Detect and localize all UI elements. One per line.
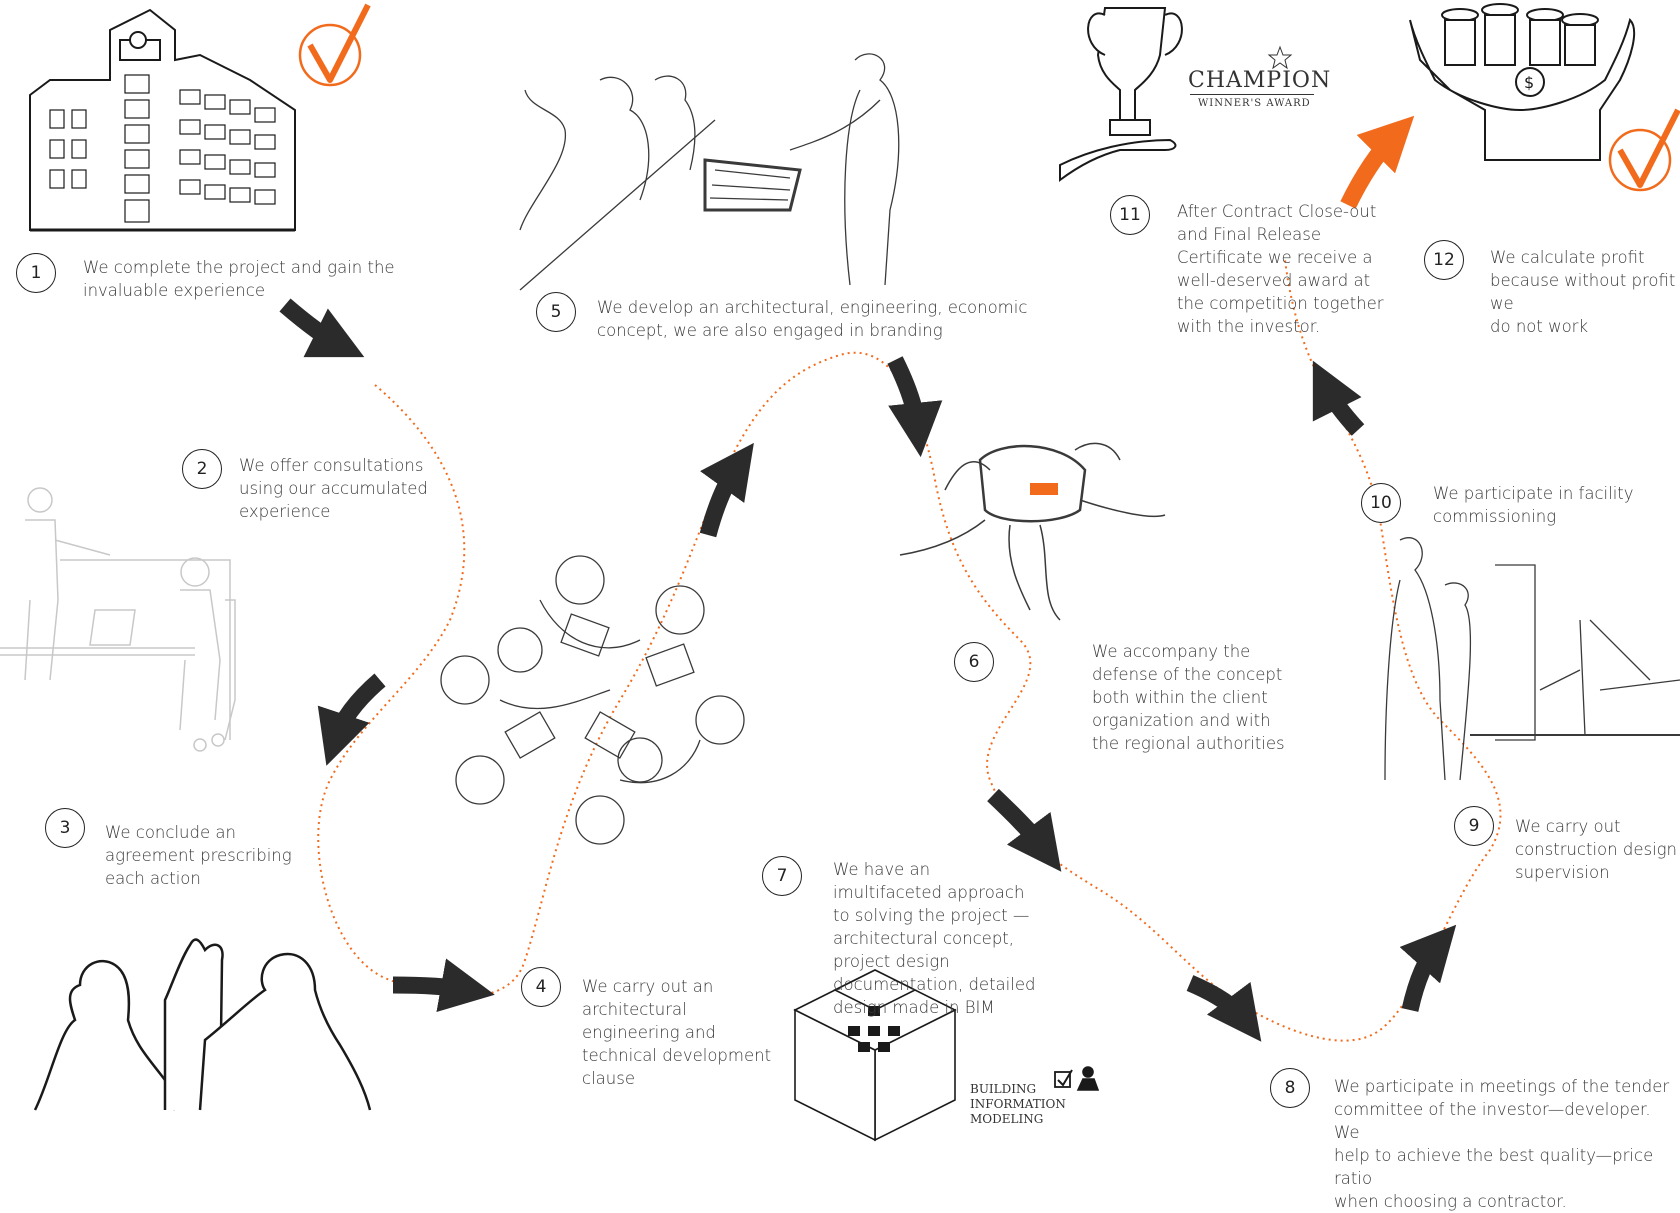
award-divider [1190,94,1314,95]
arrow-6-to-7 [987,788,1062,872]
step-9-badge: 9 [1454,806,1494,846]
checkmark-icon [1608,108,1680,192]
process-route-dotted [317,259,1502,1042]
construction-scene [1384,537,1680,781]
step-5-text: We develop an architectural, engineering… [597,298,1028,340]
arrow-9-to-10 [1312,360,1365,436]
svg-text:$: $ [1524,73,1534,92]
vr-headset-icon [899,442,1166,621]
step-1-badge: 1 [16,253,56,293]
arrow-2-to-3 [317,673,386,766]
step-8-text: We participate in meetings of the tender… [1334,1077,1670,1211]
bim-cube-icon [793,969,1100,1142]
coins-hands-icon: $ [1409,3,1636,161]
arrow-5-to-6 [887,356,943,458]
star-icon [1267,45,1293,70]
step-8-badge: 8 [1270,1068,1310,1108]
step-10-badge: 10 [1361,483,1401,523]
step-9-text: We carry out construction design supervi… [1515,817,1678,882]
step-3-badge: 3 [45,808,85,848]
presentation-scene [519,53,900,291]
award-subtitle: WINNER'S AWARD [1198,98,1311,109]
step-6-text: We accompany the defense of the concept … [1092,642,1285,753]
step-12-text: We calculate profit because without prof… [1490,248,1676,336]
step-5-badge: 5 [536,292,576,332]
step-7-badge: 7 [762,856,802,896]
process-diagram: $ 1 2 3 4 5 6 7 8 9 10 11 12 We complete… [0,3,1680,1211]
arrow-8-to-9 [1399,924,1457,1012]
step-10-text: We participate in facility commissioning [1433,484,1634,526]
step-3-text: We conclude an agreement prescribing eac… [105,823,292,888]
step-12-badge: 12 [1424,240,1464,280]
step-2-text: We offer consultations using our accumul… [239,456,428,521]
arrow-7-to-8 [1186,975,1262,1042]
diagram-canvas: $ [0,3,1680,1142]
step-6-badge: 6 [954,642,994,682]
step-7-text: We have an imultifaceted approach to sol… [833,860,1036,1017]
building-icon [29,8,296,232]
step-4-badge: 4 [521,967,561,1007]
arrow-final-orange [1340,115,1415,209]
arrow-4-to-5 [699,442,754,538]
step-1-text: We complete the project and gain the inv… [83,258,395,300]
trophy-icon [1059,7,1183,182]
bim-label-line-1: BUILDING [970,1082,1037,1096]
bim-label: BUILDING INFORMATION MODELING [970,1082,1066,1127]
handshake-icon [33,938,372,1111]
award-title: CHAMPION [1188,68,1332,93]
consultation-scene [0,487,236,752]
flow-arrows [279,298,1457,1042]
checkmark-icon [298,3,371,87]
step-11-text: After Contract Close-out and Final Relea… [1177,202,1384,336]
arrow-1-to-2 [279,298,365,358]
bim-label-line-3: MODELING [970,1112,1044,1126]
step-4-text: We carry out an architectural engineerin… [582,977,772,1088]
arrow-3-to-4 [392,958,495,1012]
step-2-badge: 2 [182,449,222,489]
step-11-badge: 11 [1110,195,1150,235]
meeting-scene [440,555,745,845]
bim-label-line-2: INFORMATION [970,1097,1066,1111]
